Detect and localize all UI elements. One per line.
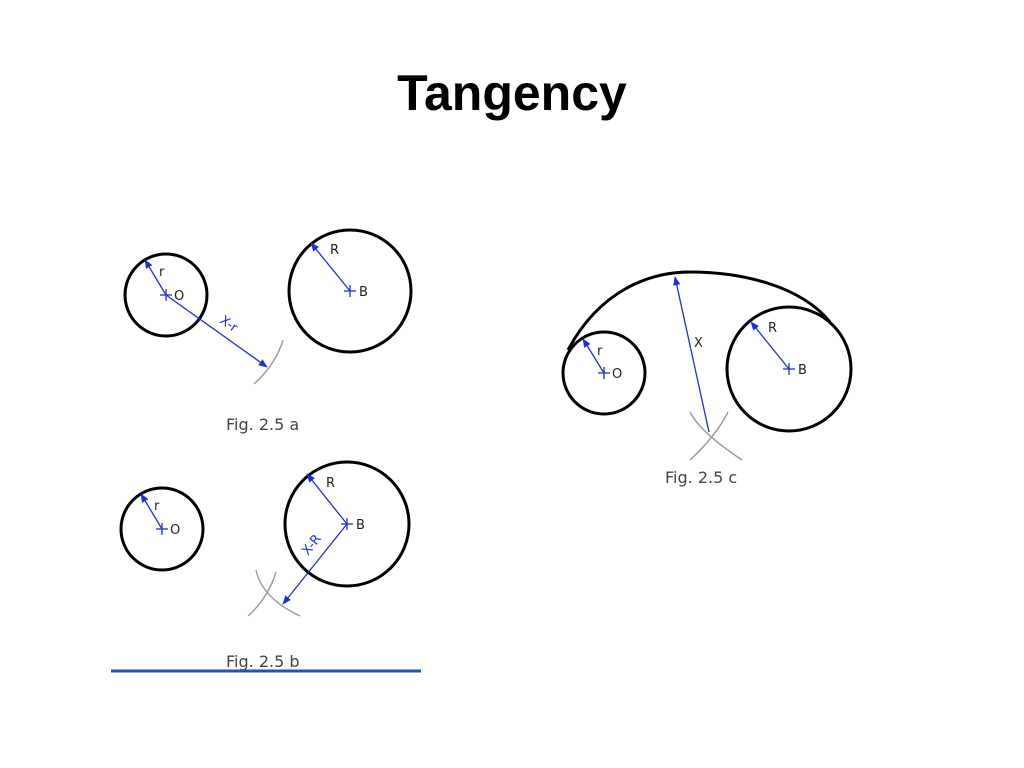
small-circle-o xyxy=(119,486,205,572)
figure-2-5-a: r O R B X-r Fig. 2.5 a xyxy=(123,228,413,434)
center-b-label: B xyxy=(356,518,365,533)
dimension-x-R-line xyxy=(282,523,348,605)
center-o-mark xyxy=(156,523,168,535)
radius-R-line xyxy=(750,321,790,370)
radius-R-line xyxy=(306,473,348,525)
large-circle-b xyxy=(725,305,853,433)
dimension-x-label: X xyxy=(694,336,703,351)
radius-R-label: R xyxy=(326,476,335,491)
center-o-label: O xyxy=(170,523,180,538)
radius-r-line xyxy=(582,338,605,374)
slide-title: Tangency xyxy=(397,65,627,121)
center-b-label: B xyxy=(798,363,807,378)
center-o-mark xyxy=(598,367,610,379)
construction-arc-1 xyxy=(689,411,743,461)
radius-R-label: R xyxy=(768,321,777,336)
dimension-x-line xyxy=(673,276,710,433)
dimension-x-R-label: X-R xyxy=(299,532,324,559)
radius-r-label: r xyxy=(154,499,160,514)
tangent-arc xyxy=(566,270,832,351)
figure-c-caption: Fig. 2.5 c xyxy=(665,468,737,487)
figure-2-5-c: r O R B X Fig. 2.5 c xyxy=(561,270,853,487)
radius-r-label: r xyxy=(159,265,165,280)
figure-a-caption: Fig. 2.5 a xyxy=(226,415,299,434)
large-circle-b xyxy=(283,460,411,588)
figure-b-caption: Fig. 2.5 b xyxy=(226,652,300,671)
center-b-mark xyxy=(783,363,795,375)
construction-arc-2 xyxy=(247,571,277,617)
dimension-x-r-label: X-r xyxy=(217,313,241,336)
radius-r-line xyxy=(140,493,163,530)
large-circle-b xyxy=(287,228,413,354)
construction-arc-2 xyxy=(689,411,729,461)
small-circle-o xyxy=(123,252,209,338)
center-b-mark xyxy=(344,285,356,297)
center-o-label: O xyxy=(612,367,622,382)
small-circle-o xyxy=(561,330,647,416)
center-o-label: O xyxy=(174,289,184,304)
radius-r-line xyxy=(144,259,167,296)
radius-R-line xyxy=(310,242,351,292)
figure-2-5-b: r O R B X-R Fig. 2.5 b xyxy=(111,460,421,673)
center-b-label: B xyxy=(359,285,368,300)
construction-arc xyxy=(253,339,284,385)
radius-r-label: r xyxy=(597,344,603,359)
construction-arc-1 xyxy=(255,569,301,617)
dimension-x-r-line xyxy=(165,294,268,368)
radius-R-label: R xyxy=(330,243,339,258)
